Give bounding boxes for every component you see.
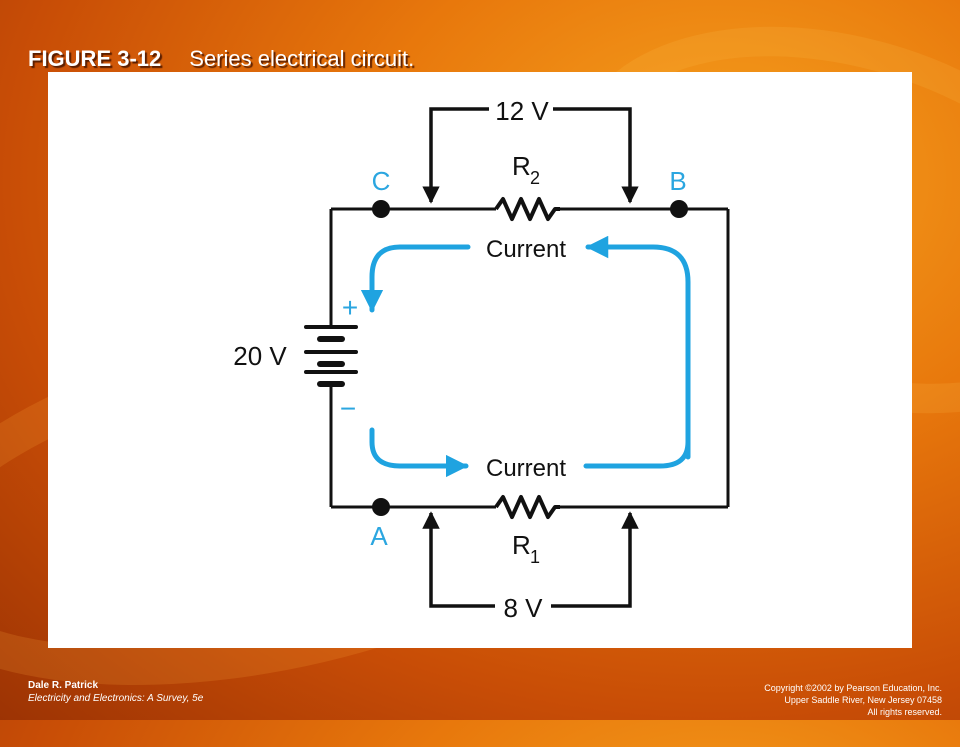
voltage-bracket-bottom bbox=[422, 511, 495, 608]
node-c-dot bbox=[372, 200, 390, 218]
footer-book-title: Electricity and Electronics: A Survey, 5… bbox=[28, 693, 204, 704]
current-flow-arrows bbox=[360, 235, 691, 478]
resistor-r1-subscript: 1 bbox=[530, 547, 540, 567]
node-b-label: B bbox=[669, 166, 686, 196]
resistor-r2-label: R1 bbox=[512, 151, 531, 181]
battery-minus-sign: − bbox=[340, 393, 356, 424]
current-arrow-left-down bbox=[360, 244, 471, 313]
copyright-line-2: Upper Saddle River, New Jersey 07458 bbox=[784, 695, 942, 705]
figure-caption: Series electrical circuit. bbox=[189, 46, 415, 71]
current-arrow-up-right bbox=[585, 235, 691, 460]
battery-plus-sign: + bbox=[342, 292, 358, 323]
figure-number: FIGURE 3-12 bbox=[28, 46, 162, 71]
battery-symbol bbox=[304, 325, 358, 387]
node-a-dot bbox=[372, 498, 390, 516]
voltage-bracket-top-right bbox=[553, 107, 639, 204]
current-arrow-down-right bbox=[369, 427, 469, 478]
resistor-r1-label: R bbox=[512, 530, 531, 560]
voltage-12v-label: 12 V bbox=[495, 96, 549, 126]
voltage-bracket-top bbox=[422, 107, 489, 204]
voltage-bracket-bottom-right bbox=[551, 511, 639, 608]
diagram-panel: 12 V 8 V 20 V R1 2 R 1 C B A Current Cur… bbox=[48, 72, 912, 648]
node-b-dot bbox=[670, 200, 688, 218]
footer-copyright: Copyright ©2002 by Pearson Education, In… bbox=[622, 682, 942, 718]
copyright-line-1: Copyright ©2002 by Pearson Education, In… bbox=[764, 683, 942, 693]
voltage-8v-label: 8 V bbox=[503, 593, 543, 623]
resistor-r2-subscript: 2 bbox=[530, 168, 540, 188]
current-arrow-bottom-join bbox=[583, 429, 691, 469]
footer-credits: Dale R. Patrick Electricity and Electron… bbox=[28, 679, 203, 705]
current-top-label: Current bbox=[486, 236, 566, 263]
circuit-wires bbox=[329, 207, 730, 509]
node-a-label: A bbox=[370, 521, 388, 551]
current-bottom-label: Current bbox=[486, 455, 566, 482]
node-c-label: C bbox=[372, 166, 391, 196]
copyright-line-3: All rights reserved. bbox=[867, 707, 942, 717]
voltage-source-label: 20 V bbox=[233, 341, 287, 371]
series-circuit-diagram: 12 V 8 V 20 V R1 2 R 1 C B A Current Cur… bbox=[233, 96, 730, 623]
footer-author: Dale R. Patrick bbox=[28, 680, 99, 691]
resistor-r2 bbox=[494, 197, 560, 221]
resistor-r1 bbox=[494, 495, 560, 519]
slide-title: FIGURE 3-12 Series electrical circuit. bbox=[28, 46, 414, 72]
